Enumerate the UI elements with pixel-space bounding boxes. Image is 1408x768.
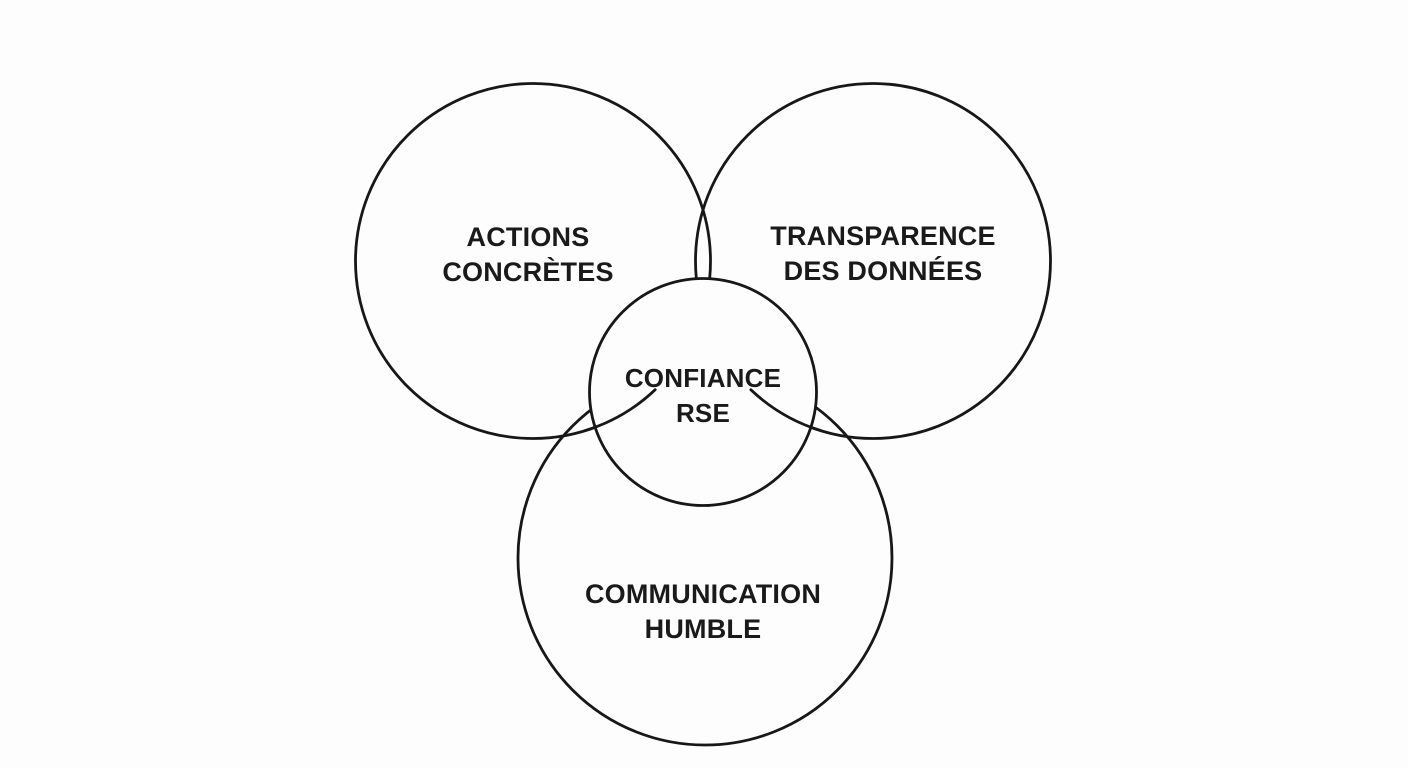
label-transparence-line2: DES DONNÉES: [783, 256, 983, 286]
circle-transparence-donnees: [694, 82, 1052, 440]
label-confiance-rse: CONFIANCE RSE: [625, 361, 781, 431]
label-actions-line2: CONCRÈTES: [442, 257, 614, 287]
circle-actions-concretes: [354, 82, 712, 440]
label-confiance-line1: CONFIANCE: [624, 363, 782, 393]
circle-confiance-rse: [588, 277, 818, 507]
label-transparence-donnees: TRANSPARENCE DES DONNÉES: [770, 219, 995, 289]
label-transparence-line1: TRANSPARENCE: [770, 221, 996, 251]
label-confiance-line2: RSE: [675, 398, 731, 428]
label-communication-line1: COMMUNICATION: [584, 579, 822, 609]
label-communication-line2: HUMBLE: [644, 614, 762, 644]
label-actions-concretes: ACTIONS CONCRÈTES: [442, 220, 613, 290]
interior-arc-left: [583, 388, 657, 433]
label-communication-humble: COMMUNICATION HUMBLE: [585, 577, 821, 647]
interior-arc-right: [749, 388, 823, 433]
label-actions-line1: ACTIONS: [466, 222, 590, 252]
